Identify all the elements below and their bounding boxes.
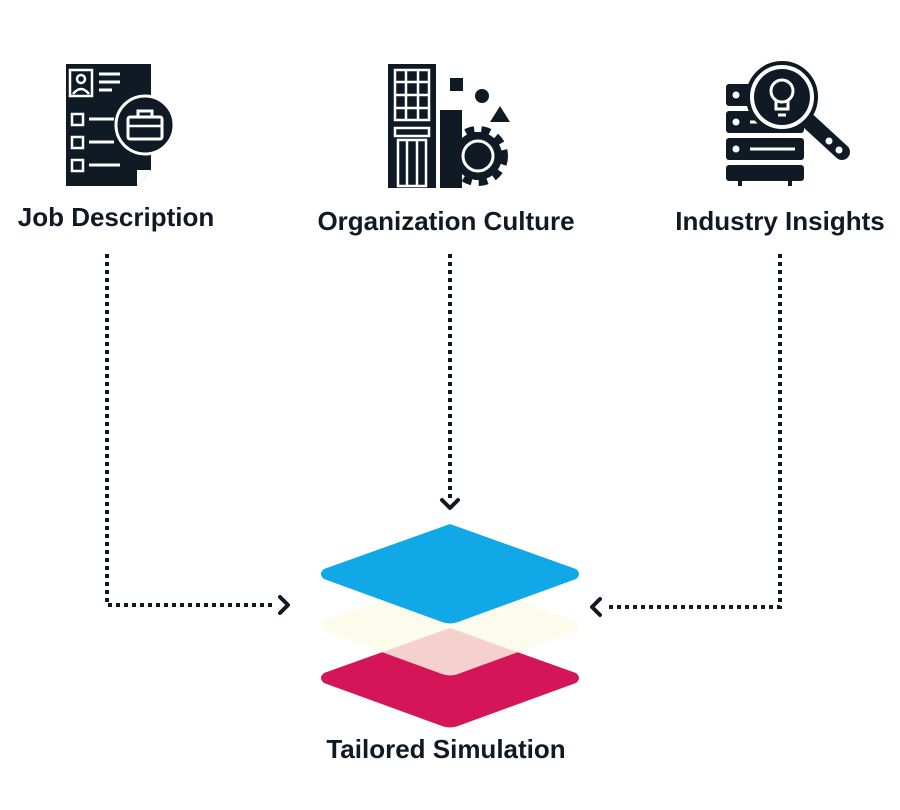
layer-top — [321, 524, 579, 624]
stacked-layers-icon — [321, 524, 579, 728]
connector-job-description — [105, 254, 290, 615]
building-gear-icon — [388, 64, 510, 188]
organization-culture-label: Organization Culture — [317, 206, 575, 236]
connector-industry-insights — [590, 254, 782, 617]
resume-briefcase-icon — [66, 64, 176, 186]
server-lightbulb-search-icon — [726, 61, 850, 186]
arrowhead-right — [278, 595, 290, 615]
industry-insights-label: Industry Insights — [675, 206, 885, 236]
connector-organization-culture — [440, 254, 460, 510]
arrowhead-down — [440, 498, 460, 510]
arrowhead-left — [590, 597, 602, 617]
job-description-label: Job Description — [17, 202, 215, 232]
tailored-simulation-label: Tailored Simulation — [326, 734, 566, 764]
